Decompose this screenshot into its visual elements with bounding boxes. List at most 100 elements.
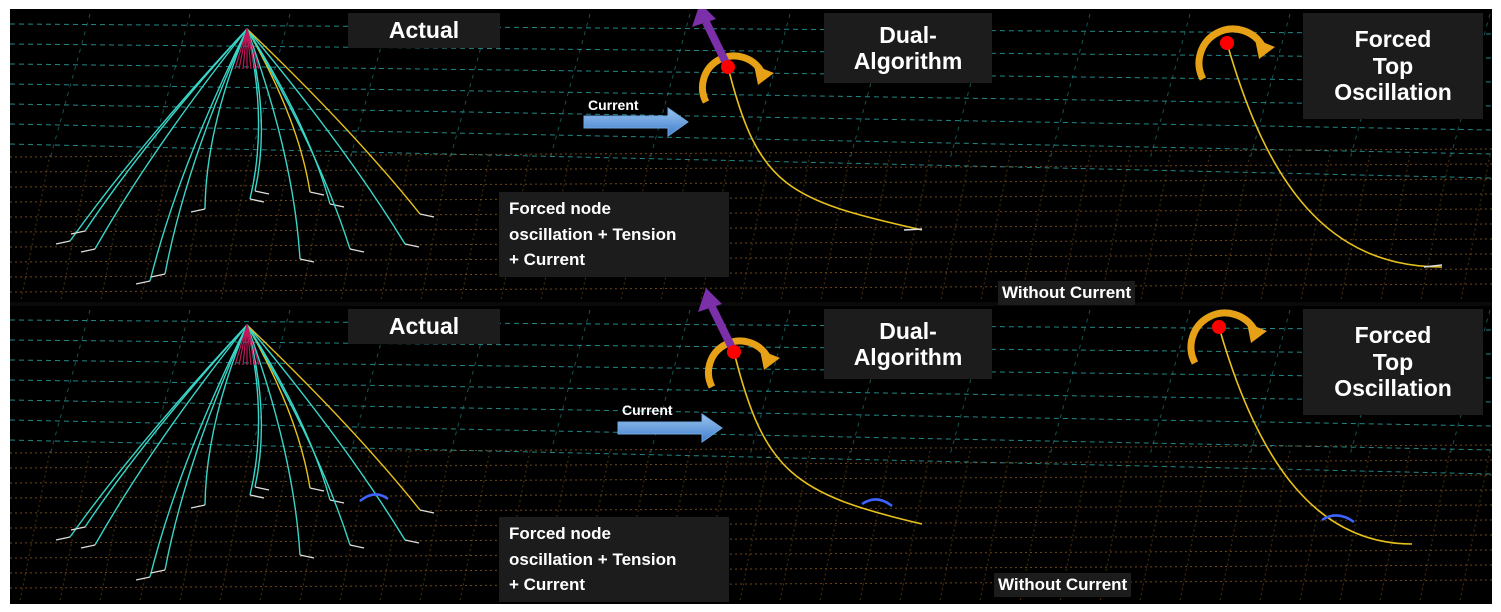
grid-line-lower-cross [339,154,371,306]
grid-line-lower-cross [1259,154,1291,306]
cable-line [94,324,248,546]
grid-line-lower-cross [1139,154,1171,306]
cable-line [246,28,301,260]
grid-line-lower-cross [1419,154,1451,306]
cable-end-segment [349,248,365,253]
grid-line-lower-cross [1019,450,1051,602]
grid-line-lower-cross [1379,154,1411,306]
cable-end-segment [150,273,166,278]
cable-line [164,324,248,571]
grid-line-upper-cross [649,309,691,456]
force-vector [702,20,732,69]
forced-cable [1226,42,1443,268]
cable-end-segment [299,554,315,559]
grid-line-lower-cross [1339,450,1371,602]
grid-line-lower-cross [179,154,211,306]
grid-line-upper-cross [749,309,791,456]
grid-line-lower-cross [59,450,91,602]
grid-line-lower [10,459,1492,469]
cable-end-segment [329,203,345,208]
cable-line [204,324,248,506]
grid-line-lower-cross [1059,154,1091,306]
grid-line-lower-cross [1259,450,1291,602]
cable-end-segment [349,544,365,549]
cable-tip-segment [234,324,248,366]
grid-line-lower-cross [219,154,251,306]
rotation-arrow [1187,309,1259,365]
grid-line-lower-cross [379,154,411,306]
grid-line-lower [10,283,1492,293]
cable-tip-segment [242,28,248,70]
cable-line [246,324,301,556]
cable-end-segment [309,487,325,492]
cable-line [94,28,248,250]
figure: Actual Dual- Algorithm Forced Top Oscill… [10,9,1492,604]
grid-line-lower-cross [1299,154,1331,306]
grid-line-upper [10,83,1492,107]
cable-line [246,324,351,546]
cable-line [246,324,406,541]
cable-tip-segment [246,324,256,366]
cable-end-segment [80,248,96,253]
rotation-arrowhead [1255,39,1275,59]
grid-line-upper [10,399,1492,427]
forced-node-note-bottom: Forced node oscillation + Tension + Curr… [499,517,729,602]
grid-line-upper [10,439,1492,475]
row-separator [10,302,1492,306]
rotation-arrowhead [760,350,780,370]
grid-line-lower-cross [779,450,811,602]
cable-end-segment [249,198,265,203]
force-vector-head [698,288,722,312]
grid-line-lower-cross [899,450,931,602]
grid-line-upper [10,63,1492,83]
cable-end-segment [329,499,345,504]
cable-line [246,324,421,511]
cable-end-segment [404,243,420,248]
grid-line-lower [10,193,1492,203]
cable-layer [55,28,1443,581]
grid-line-upper [10,123,1492,155]
cable-line [246,28,351,250]
grid-line-upper [10,359,1492,379]
cable-end-segment [80,544,96,549]
cable-line [69,324,248,538]
grid-line-upper-cross [1049,13,1091,160]
grid-line-lower-cross [779,154,811,306]
grid-line-lower-cross [1099,154,1131,306]
grid-line-lower-cross [459,154,491,306]
cable-end-segment [70,526,86,531]
grid-line-upper [10,103,1492,131]
grid-line-lower-cross [19,154,51,306]
grid-line-lower-cross [1099,450,1131,602]
grid-line-lower [10,238,1492,248]
grid-line-upper-cross [349,13,391,160]
grid-line-lower-cross [59,154,91,306]
grid-line-upper-cross [649,13,691,160]
cable-tip-segment [234,28,248,70]
grid-line-lower [10,253,1492,263]
grid-line-upper-cross [249,309,291,456]
grid-line-lower-cross [859,154,891,306]
grid-line-lower-cross [179,450,211,602]
rotation-arrowhead [754,65,774,85]
cable-line [69,28,248,242]
cable-end-segment [404,539,420,544]
actual-label-bottom: Actual [348,309,500,344]
grid-line-lower-cross [1139,450,1171,602]
cable-end-segment [70,230,86,235]
current-arrow [583,107,689,137]
cable-end-segment [55,240,71,245]
forced-top-oscillation-label-bottom: Forced Top Oscillation [1303,309,1483,415]
grid-line-lower-cross [1339,154,1371,306]
grid-line-upper-cross [549,309,591,456]
grid-line-lower [10,534,1492,544]
cable-end-segment [903,228,923,231]
grid-line-upper-cross [149,309,191,456]
grid-line-lower-cross [739,450,771,602]
grid-line-lower-cross [1219,450,1251,602]
grid-line-upper-cross [1049,309,1091,456]
grid-line-upper-cross [349,309,391,456]
cable-line [149,324,248,578]
cable-tip-segment [246,28,260,70]
seafloor-contact [1321,514,1355,524]
